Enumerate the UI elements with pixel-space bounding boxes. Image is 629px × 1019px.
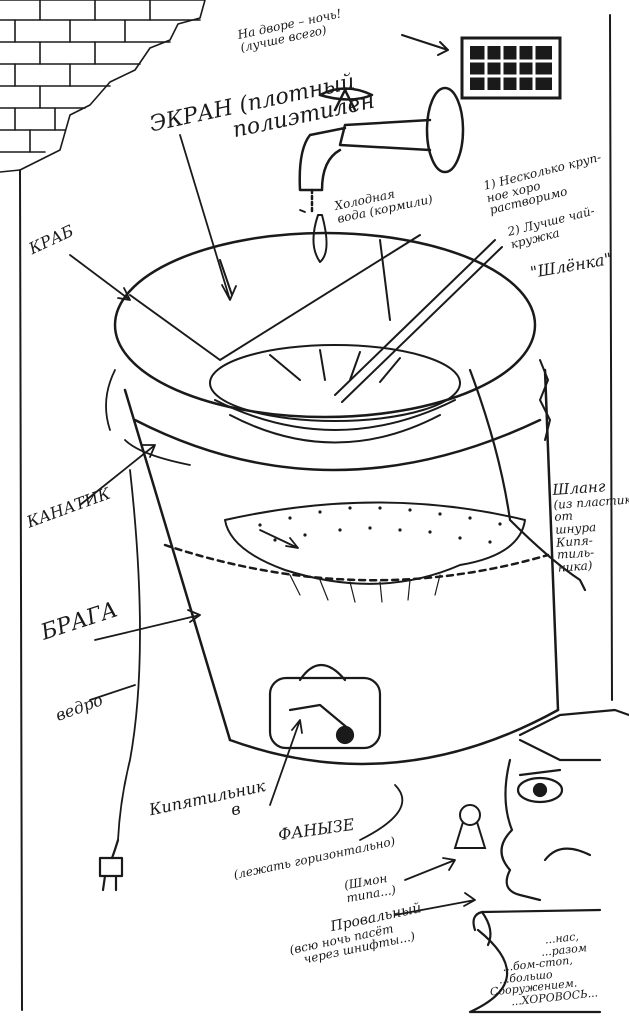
bowl <box>209 239 503 444</box>
keyhole-icon <box>453 804 487 849</box>
bucket <box>113 231 560 766</box>
boiler <box>268 664 382 750</box>
electric-plug <box>98 838 124 892</box>
barred-window <box>460 36 562 100</box>
hose <box>468 368 587 592</box>
brick-wall <box>0 0 206 173</box>
pointer-arrows <box>69 134 476 916</box>
label-hose: Шланг (из пластик- от шнура Кипя- тиль- … <box>551 477 629 575</box>
rope <box>105 369 191 841</box>
label-scroll-text: ...нас, ...разом ...бом-стоп, ...большо … <box>489 929 599 1009</box>
plastic-screen <box>129 234 421 361</box>
scroll <box>468 908 602 1014</box>
braga-foam <box>224 501 526 603</box>
peeping-face <box>500 708 629 902</box>
